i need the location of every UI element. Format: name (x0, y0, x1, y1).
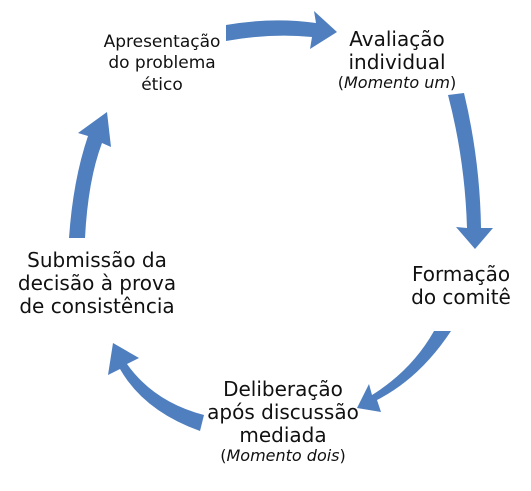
note-close-paren: ) (450, 73, 457, 92)
node-consistency-submission: Submissão da decisão à prova de consistê… (4, 249, 190, 318)
node-label-line: Formação (411, 262, 511, 286)
arrow-committee-to-deliberation (357, 331, 451, 412)
note-text: Momento dois (226, 446, 340, 465)
node-label-line: ético (141, 74, 183, 95)
node-label-line: do comitê (411, 285, 511, 309)
node-label-line: Submissão da (27, 248, 167, 272)
node-label-line: após discussão (207, 400, 359, 424)
node-label-line: Apresentação (103, 32, 221, 52)
note-open-paren: ( (337, 73, 344, 92)
node-problem-presentation: Apresentação do problema ético (77, 32, 247, 96)
node-label-line: do problema (108, 53, 216, 74)
node-committee-formation: Formação do comitê (400, 263, 522, 309)
node-label-line: mediada (239, 423, 327, 447)
node-label-line: Deliberação (223, 377, 343, 401)
arrow-presentation-to-evaluation (226, 11, 337, 49)
note-text: Momento um (343, 73, 451, 92)
node-note: (Momento dois) (194, 446, 372, 465)
node-deliberation: Deliberação após discussão mediada (Mome… (194, 378, 372, 465)
node-label-line: de consistência (19, 294, 175, 318)
node-label-line: decisão à prova (17, 271, 177, 295)
node-individual-evaluation: Avaliação individual (Momento um) (322, 28, 472, 92)
arrow-submission-to-presentation (69, 112, 111, 238)
arrow-evaluation-to-committee (448, 93, 493, 249)
node-label-line: individual (348, 50, 446, 74)
note-close-paren: ) (339, 446, 346, 465)
note-open-paren: ( (220, 446, 227, 465)
node-label-line: Avaliação (349, 27, 445, 51)
node-note: (Momento um) (322, 73, 472, 92)
arrow-deliberation-to-submission (108, 343, 204, 431)
